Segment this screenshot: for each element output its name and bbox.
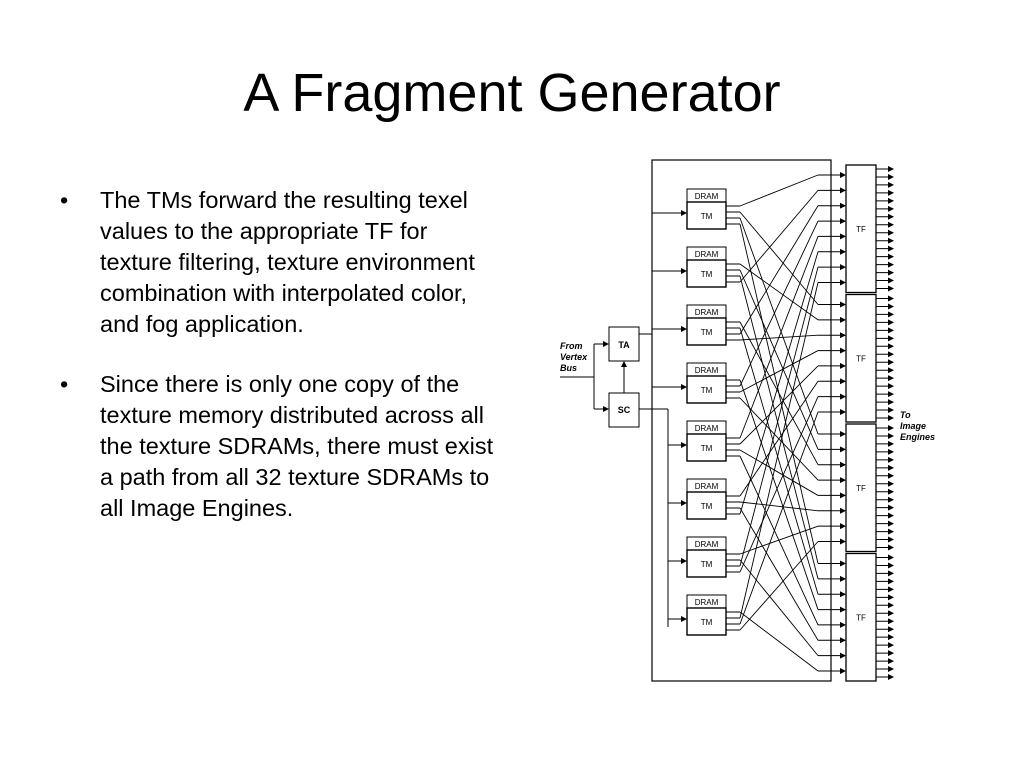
output-label-line: Image [900, 421, 926, 431]
sc-label: SC [618, 405, 631, 415]
crossbar-wire [739, 449, 819, 496]
tm-label: TM [701, 270, 713, 279]
dram-label: DRAM [695, 192, 719, 201]
dram-label: DRAM [695, 366, 719, 375]
dram-label: DRAM [695, 250, 719, 259]
bullet-item: • The TMs forward the resulting texel val… [60, 185, 505, 340]
tf-box [845, 552, 877, 682]
crossbar-wire [739, 236, 819, 439]
board-outline [651, 159, 832, 682]
tm-box [686, 375, 727, 404]
crossbar-wire [739, 365, 819, 445]
tm-box [686, 317, 727, 346]
tm-label: TM [701, 618, 713, 627]
tm-box [686, 433, 727, 462]
input-label-line: From [560, 341, 583, 351]
tm-units: DRAM TM DRAM TM DRAM TM DRAM TM DRAM TM DRAM TM DRAM… [652, 188, 740, 636]
tf-box [845, 164, 877, 294]
dram-label: DRAM [695, 424, 719, 433]
crossbar-wire [739, 282, 819, 619]
crossbar-wires [739, 174, 819, 672]
crossbar-wire [739, 174, 819, 207]
dram-label: DRAM [695, 482, 719, 491]
dram-label: DRAM [695, 308, 719, 317]
crossbar-wire [739, 611, 819, 672]
ta-label: TA [618, 340, 630, 350]
crossbar-wire [739, 525, 819, 555]
tm-box [686, 201, 727, 230]
tm-label: TM [701, 444, 713, 453]
crossbar-wire [739, 205, 819, 335]
crossbar-wire [739, 350, 819, 393]
crossbar-wire [739, 327, 819, 595]
crossbar-wire [739, 321, 819, 465]
crossbar-wire [739, 396, 819, 573]
tf-label: TF [856, 613, 866, 622]
crossbar-wire [739, 541, 819, 631]
dram-label: DRAM [695, 598, 719, 607]
tm-box [686, 549, 727, 578]
dram-label: DRAM [695, 540, 719, 549]
output-label-line: To [900, 410, 911, 420]
tm-label: TM [701, 502, 713, 511]
bullet-list: • The TMs forward the resulting texel val… [60, 185, 505, 553]
crossbar-wire [739, 263, 819, 321]
output-label-line: Engines [900, 432, 935, 442]
crossbar-wire [739, 379, 819, 610]
bullet-item: • Since there is only one copy of the tex… [60, 369, 505, 524]
crossbar-wire [739, 269, 819, 450]
tm-label: TM [701, 328, 713, 337]
tf-box [845, 423, 877, 553]
crossbar-wire [739, 275, 819, 579]
bullet-symbol: • [60, 371, 69, 397]
crossbar-wire [739, 411, 819, 625]
tf-box [845, 293, 877, 423]
slide-title: A Fragment Generator [243, 63, 781, 123]
tm-label: TM [701, 212, 713, 221]
crossbar-wire [739, 190, 819, 283]
crossbar-wire [739, 381, 819, 497]
input-label-line: Vertex [560, 352, 588, 362]
ta-box [608, 326, 640, 362]
tf-units: TF TF TF TF [818, 164, 894, 682]
tm-box [686, 259, 727, 288]
tm-label: TM [701, 560, 713, 569]
crossbar-wire [739, 559, 819, 656]
tm-box [686, 607, 727, 636]
tm-box [686, 491, 727, 520]
crossbar-wire [739, 267, 819, 567]
crossbar-wire [739, 251, 819, 515]
input-label-line: Bus [560, 363, 577, 373]
crossbar-wire [739, 501, 819, 512]
tf-label: TF [856, 354, 866, 363]
bullet-text: The TMs forward the resulting texel valu… [100, 187, 475, 337]
crossbar-wire [739, 507, 819, 641]
tf-label: TF [856, 225, 866, 234]
crossbar-wire [739, 217, 819, 435]
crossbar-wire [739, 220, 819, 387]
crossbar-wire [739, 211, 819, 305]
bullet-text: Since there is only one copy of the text… [100, 371, 494, 521]
tm-label: TM [701, 386, 713, 395]
bullet-symbol: • [60, 187, 69, 213]
tf-label: TF [856, 484, 866, 493]
